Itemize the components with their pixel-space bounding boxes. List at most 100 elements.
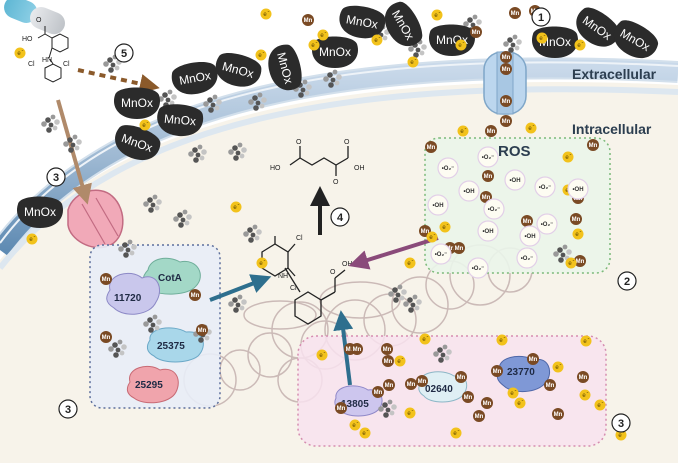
mnox-particle: MnOx [339,5,386,39]
electron-label: e [517,401,521,407]
protein-02640: 02640 [418,371,468,403]
protein-25295-label: 25295 [135,380,163,391]
electron-charge: - [434,232,436,238]
electron-charge: - [379,35,381,41]
step-number: 1 [531,7,551,27]
mn-label: Mn [191,293,200,299]
mn-label: Mn [579,375,588,381]
arrow-ros-to-drug [348,236,439,270]
mn-ion: Mn [416,375,428,387]
electron-charge: - [439,10,441,16]
electron: e- [230,201,242,213]
mn-ion: Mn [500,51,512,63]
ros-radical-label: •O₂⁻ [541,222,554,228]
electron-charge: - [263,50,265,56]
mnox-particle: MnOx [215,52,262,87]
electron: e- [308,39,320,51]
electron-label: e [575,232,579,238]
ros-radical-label: •O₂⁻ [482,155,495,161]
electron-charge: - [238,202,240,208]
mn-label: Mn [374,390,383,396]
electron-label: e [453,431,457,437]
mn-ion: Mn [405,378,417,390]
product-o3: O [333,179,339,186]
electron-label: e [410,60,414,66]
electron-charge: - [325,30,327,36]
electron-charge: - [582,40,584,46]
electron-label: e [17,51,21,57]
mn-ion: Mn [577,371,589,383]
electron: e- [457,125,469,137]
mn-label: Mn [502,67,511,73]
electron-label: e [319,353,323,359]
mn-ion: Mn [544,379,556,391]
electron: e- [404,257,416,269]
electron: e- [404,407,416,419]
electron-charge: - [504,335,506,341]
electron-label: e [555,365,559,371]
particle-cluster [228,142,247,161]
electron: e- [615,429,627,441]
mn-ion: Mn [500,115,512,127]
cl-bottom: Cl [290,285,297,292]
electron-label: e [407,261,411,267]
electron-charge: - [588,336,590,342]
electron-label: e [434,13,438,19]
intracellular-label: Intracellular [572,121,652,137]
particle-cluster [433,344,452,363]
electron: e- [255,49,267,61]
electron-charge: - [458,428,460,434]
particle-cluster [143,314,162,333]
small-cl-right: Cl [63,61,70,68]
particle-cluster [408,39,427,58]
electron-label: e [422,337,426,343]
mn-ion: Mn [302,14,314,26]
cl-top: Cl [296,235,303,242]
ros-radical: •OH [519,225,541,247]
particle-cluster [403,294,422,313]
electron: e- [514,397,526,409]
ros-radical-label: •OH [482,229,493,235]
electron-label: e [352,423,356,429]
electron: e- [431,9,443,21]
mn-ion: Mn [500,63,512,75]
electron-charge: - [367,428,369,434]
protein-23770: 23770 [496,355,550,392]
electron-label: e [565,188,569,194]
mn-label: Mn [346,347,355,353]
mnox-particle: MnOx [113,87,161,119]
electron: e- [394,355,406,367]
electron-charge: - [268,9,270,15]
mn-label: Mn [102,335,111,341]
mn-ion: Mn [570,213,582,225]
mn-label: Mn [475,414,484,420]
electron-charge: - [623,430,625,436]
step-number-label: 1 [538,12,544,24]
mn-label: Mn [407,382,416,388]
ros-radical-label: •O₂⁻ [472,266,485,272]
ros-label: ROS [498,143,531,160]
mnox-particle: MnOx [171,62,218,95]
mnox-label: MnOx [178,68,212,87]
electron-charge: - [412,408,414,414]
ros-radical: •O₂⁻ [536,213,558,235]
electron-charge: - [570,152,572,158]
mn-label: Mn [523,219,532,225]
particle-cluster [63,134,82,153]
electron: e- [536,32,548,44]
ros-radical-label: •O₂⁻ [435,252,448,258]
mn-ion: Mn [189,289,201,301]
mn-label: Mn [385,383,394,389]
mn-ion: Mn [473,410,485,422]
electron-charge: - [415,57,417,63]
electron: e- [507,387,519,399]
ros-radical-label: •OH [572,187,583,193]
electron-label: e [528,126,532,132]
protein-cota-label: CotA [158,273,182,284]
mnox-particle: MnOx [428,24,476,56]
mn-ion: Mn [527,353,539,365]
particle-cluster [173,209,192,228]
small-hydroxyl: HO [22,36,33,43]
electron: e- [260,8,272,20]
